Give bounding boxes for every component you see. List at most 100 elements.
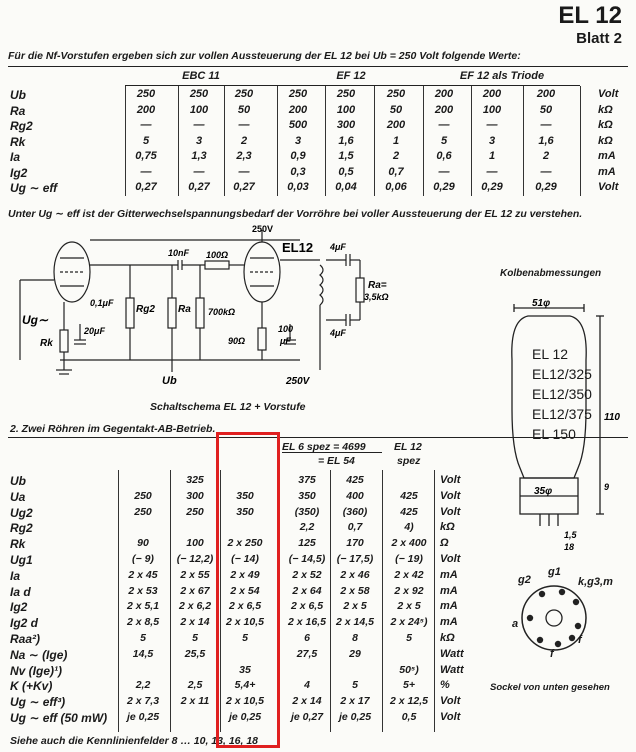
table-cell: — xyxy=(438,119,450,131)
table-cell: 2 x 6,5 xyxy=(228,600,262,613)
row-unit: kΩ xyxy=(440,521,455,534)
table-cell: 200 xyxy=(536,88,556,100)
table-cell: 4) xyxy=(404,521,414,534)
table-cell: 2 x 49 xyxy=(230,568,260,581)
page-title: EL 12 xyxy=(558,2,622,29)
row-label: Rk xyxy=(10,134,26,149)
table-cell: 2 x 24⁵) xyxy=(390,616,428,629)
table-cell: 2 x 14 xyxy=(292,695,322,708)
table-cell: 2,2 xyxy=(299,521,315,534)
table-cell: 250 xyxy=(336,88,356,100)
section2-title: 2. Zwei Röhren im Gegentakt-AB-Betrieb. xyxy=(10,423,216,435)
row-unit: Ω xyxy=(440,537,449,550)
table-cell: 250 xyxy=(189,88,209,100)
table-cell: 500 xyxy=(288,119,308,131)
table-cell: 0,5 xyxy=(401,711,417,723)
table-cell: 2 x 58 xyxy=(340,584,370,597)
table-cell: (− 19) xyxy=(395,553,423,565)
table-cell: 250 xyxy=(134,489,152,502)
table-cell: 0,75 xyxy=(135,150,157,162)
row-unit: Volt xyxy=(598,181,619,193)
bulb-dim-height: 110 xyxy=(604,412,620,423)
table-cell: 2 x 46 xyxy=(340,568,370,581)
table-cell: 0,3 xyxy=(290,165,306,178)
section1-intro: Für die Nf-Vorstufen ergeben sich zur vo… xyxy=(8,50,521,62)
table-cell: 2,5 xyxy=(187,679,203,692)
table-cell: 2 x 17 xyxy=(340,695,370,708)
table-cell: 250 xyxy=(134,505,152,518)
table-cell: 2 xyxy=(240,134,248,147)
row-label: Ub xyxy=(10,474,26,488)
column-rule xyxy=(325,86,326,196)
table-cell: 425 xyxy=(400,505,418,518)
column-rule xyxy=(178,86,179,196)
section2-header-group2: EL 12 xyxy=(394,441,422,453)
table-cell: 400 xyxy=(346,489,364,502)
column-rule xyxy=(382,470,383,732)
table-cell: 50 xyxy=(539,103,553,116)
row-label: Na ∼ (Ige) xyxy=(10,647,68,662)
table-cell: 0,27 xyxy=(233,181,255,193)
section2-header-group1b: = EL 54 xyxy=(318,455,355,467)
table-cell: je 0,25 xyxy=(228,711,262,723)
schematic-caption: Schaltschema EL 12 + Vorstufe xyxy=(150,401,306,413)
table-cell: 3 xyxy=(195,134,203,147)
schematic-label-r-load: Ra= xyxy=(368,280,387,291)
row-unit: Volt xyxy=(440,505,461,518)
table-cell: 50 xyxy=(237,103,251,116)
table-cell: 2 x 92 xyxy=(394,584,424,597)
row-unit: Watt xyxy=(440,647,464,660)
table-cell: 2 x 5,1 xyxy=(126,600,160,613)
table-cell: (− 17,5) xyxy=(336,553,374,565)
bulb-dim-pin-length: 1,5 xyxy=(564,530,578,540)
table-cell: 100 xyxy=(189,103,209,116)
row-unit: mA xyxy=(440,568,458,581)
table-cell: 5 xyxy=(406,632,412,644)
schematic-label-c-k2a: 100 xyxy=(278,324,293,334)
table-cell: 1 xyxy=(488,150,496,162)
table-cell: 50 xyxy=(389,103,403,116)
table-cell: 5 xyxy=(242,632,248,644)
table-cell: (360) xyxy=(342,505,368,518)
schematic-label-r-a: Ra xyxy=(178,304,191,315)
divider xyxy=(8,437,628,438)
row-unit: mA xyxy=(440,616,458,629)
schematic-label-c-screen: 0,1μF xyxy=(90,298,114,308)
table-cell: 2 x 54 xyxy=(230,584,260,597)
row-label: Nv (Ige)¹) xyxy=(10,663,62,678)
table-cell: 5 xyxy=(192,632,198,644)
divider xyxy=(282,452,382,453)
row-unit: Volt xyxy=(440,474,461,486)
table-cell: (350) xyxy=(294,505,320,518)
bulb-dim-base-height: 9 xyxy=(604,482,609,492)
bulb-model: EL 12 xyxy=(532,346,569,362)
row-label: Ug ∼ eff xyxy=(10,181,58,195)
table-cell: 5 xyxy=(140,632,146,644)
table-cell: 0,29 xyxy=(433,181,455,193)
table-cell: 90 xyxy=(137,537,149,550)
table-cell: — xyxy=(540,119,552,131)
table-cell: 0,29 xyxy=(481,181,503,193)
divider xyxy=(8,66,628,67)
table-cell: 250 xyxy=(186,505,204,518)
table-cell: 2 xyxy=(392,150,400,162)
table-cell: 250 xyxy=(136,88,156,100)
table-cell: 200 xyxy=(136,103,156,116)
table-cell: (− 14,5) xyxy=(288,553,326,565)
table-cell: 0,7 xyxy=(388,165,404,178)
table-cell: 2 x 5 xyxy=(343,600,367,613)
table-cell: 2 x 250 xyxy=(227,537,263,550)
row-unit: mA xyxy=(598,150,616,162)
column-rule xyxy=(220,470,221,732)
table-cell: je 0,25 xyxy=(126,711,160,723)
row-label: Raa²) xyxy=(10,632,41,646)
table-cell: 250 xyxy=(386,88,406,100)
socket-caption: Sockel von unten gesehen xyxy=(490,682,610,693)
table-group-header: EF 12 als Triode xyxy=(459,70,545,82)
column-rule xyxy=(523,86,524,196)
table-cell: 250 xyxy=(288,88,308,100)
row-unit: mA xyxy=(598,165,616,178)
socket-pin-a: a xyxy=(512,618,519,630)
row-label: Ig2 xyxy=(10,600,28,615)
table-cell: 100 xyxy=(336,103,356,116)
